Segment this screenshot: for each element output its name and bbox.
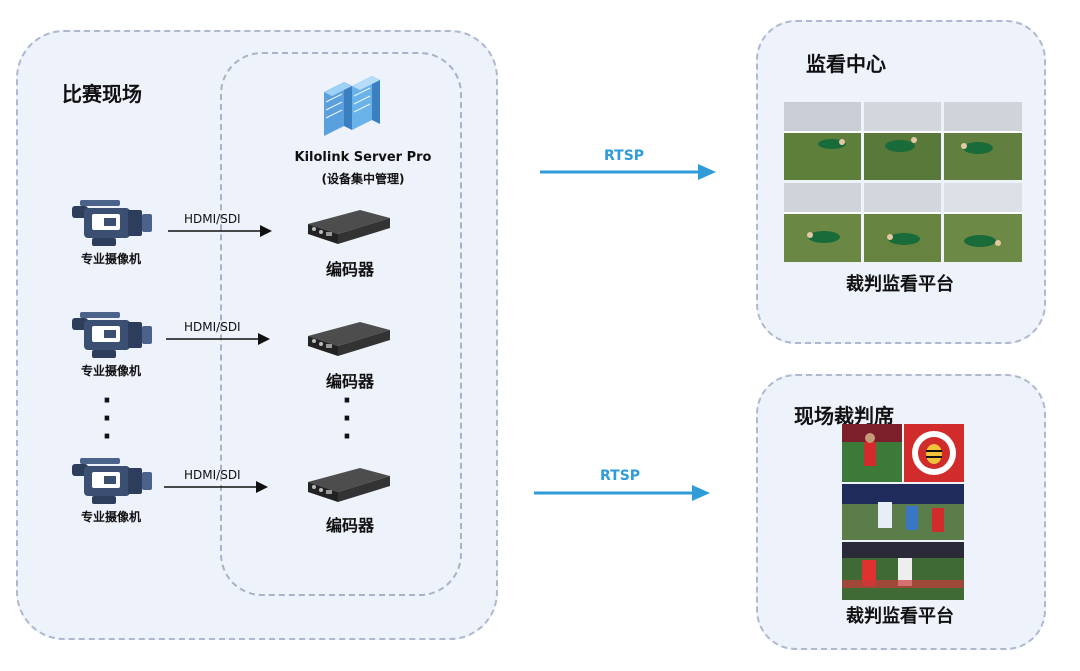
photo-tile (784, 102, 861, 180)
server-group-box (220, 52, 462, 596)
encoder-icon (308, 210, 390, 244)
ellipsis-dots: ··· (342, 386, 352, 452)
signal-arrow (168, 225, 272, 237)
referee-seat-caption: 裁判监看平台 (846, 606, 954, 627)
camera-icon (72, 312, 152, 358)
rtsp-label-top: RTSP (604, 148, 645, 164)
encoder-label: 编码器 (325, 260, 374, 279)
server-icon (324, 76, 380, 136)
camera-icon (72, 458, 152, 504)
encoder-icon (308, 468, 390, 502)
monitor-center-caption: 裁判监看平台 (846, 274, 954, 295)
rtsp-label-bottom: RTSP (600, 468, 641, 484)
encoder-label: 编码器 (325, 372, 374, 391)
camera-label: 专业摄像机 (80, 364, 141, 378)
match-photo-collage (842, 424, 964, 600)
monitor-center-panel (756, 20, 1046, 344)
ellipsis-dots: ··· (102, 386, 112, 452)
rtsp-arrow-bottom (534, 485, 710, 501)
server-name: Kilolink Server Pro (294, 150, 432, 165)
link-label: HDMI/SDI (184, 320, 241, 334)
link-label: HDMI/SDI (184, 468, 241, 482)
signal-arrow (166, 333, 270, 345)
camera-label: 专业摄像机 (80, 252, 141, 266)
venue-title: 比赛现场 (62, 82, 142, 106)
link-label: HDMI/SDI (184, 212, 241, 226)
camera-icon (72, 200, 152, 246)
rtsp-arrow-top (540, 164, 716, 180)
encoder-icon (308, 322, 390, 356)
camera-label: 专业摄像机 (80, 510, 141, 524)
signal-arrow (164, 481, 268, 493)
monitor-center-title: 监看中心 (806, 52, 886, 76)
encoder-label: 编码器 (325, 516, 374, 535)
server-subtitle: (设备集中管理) (321, 172, 405, 186)
goalkeeper-photo-grid (784, 102, 1022, 262)
